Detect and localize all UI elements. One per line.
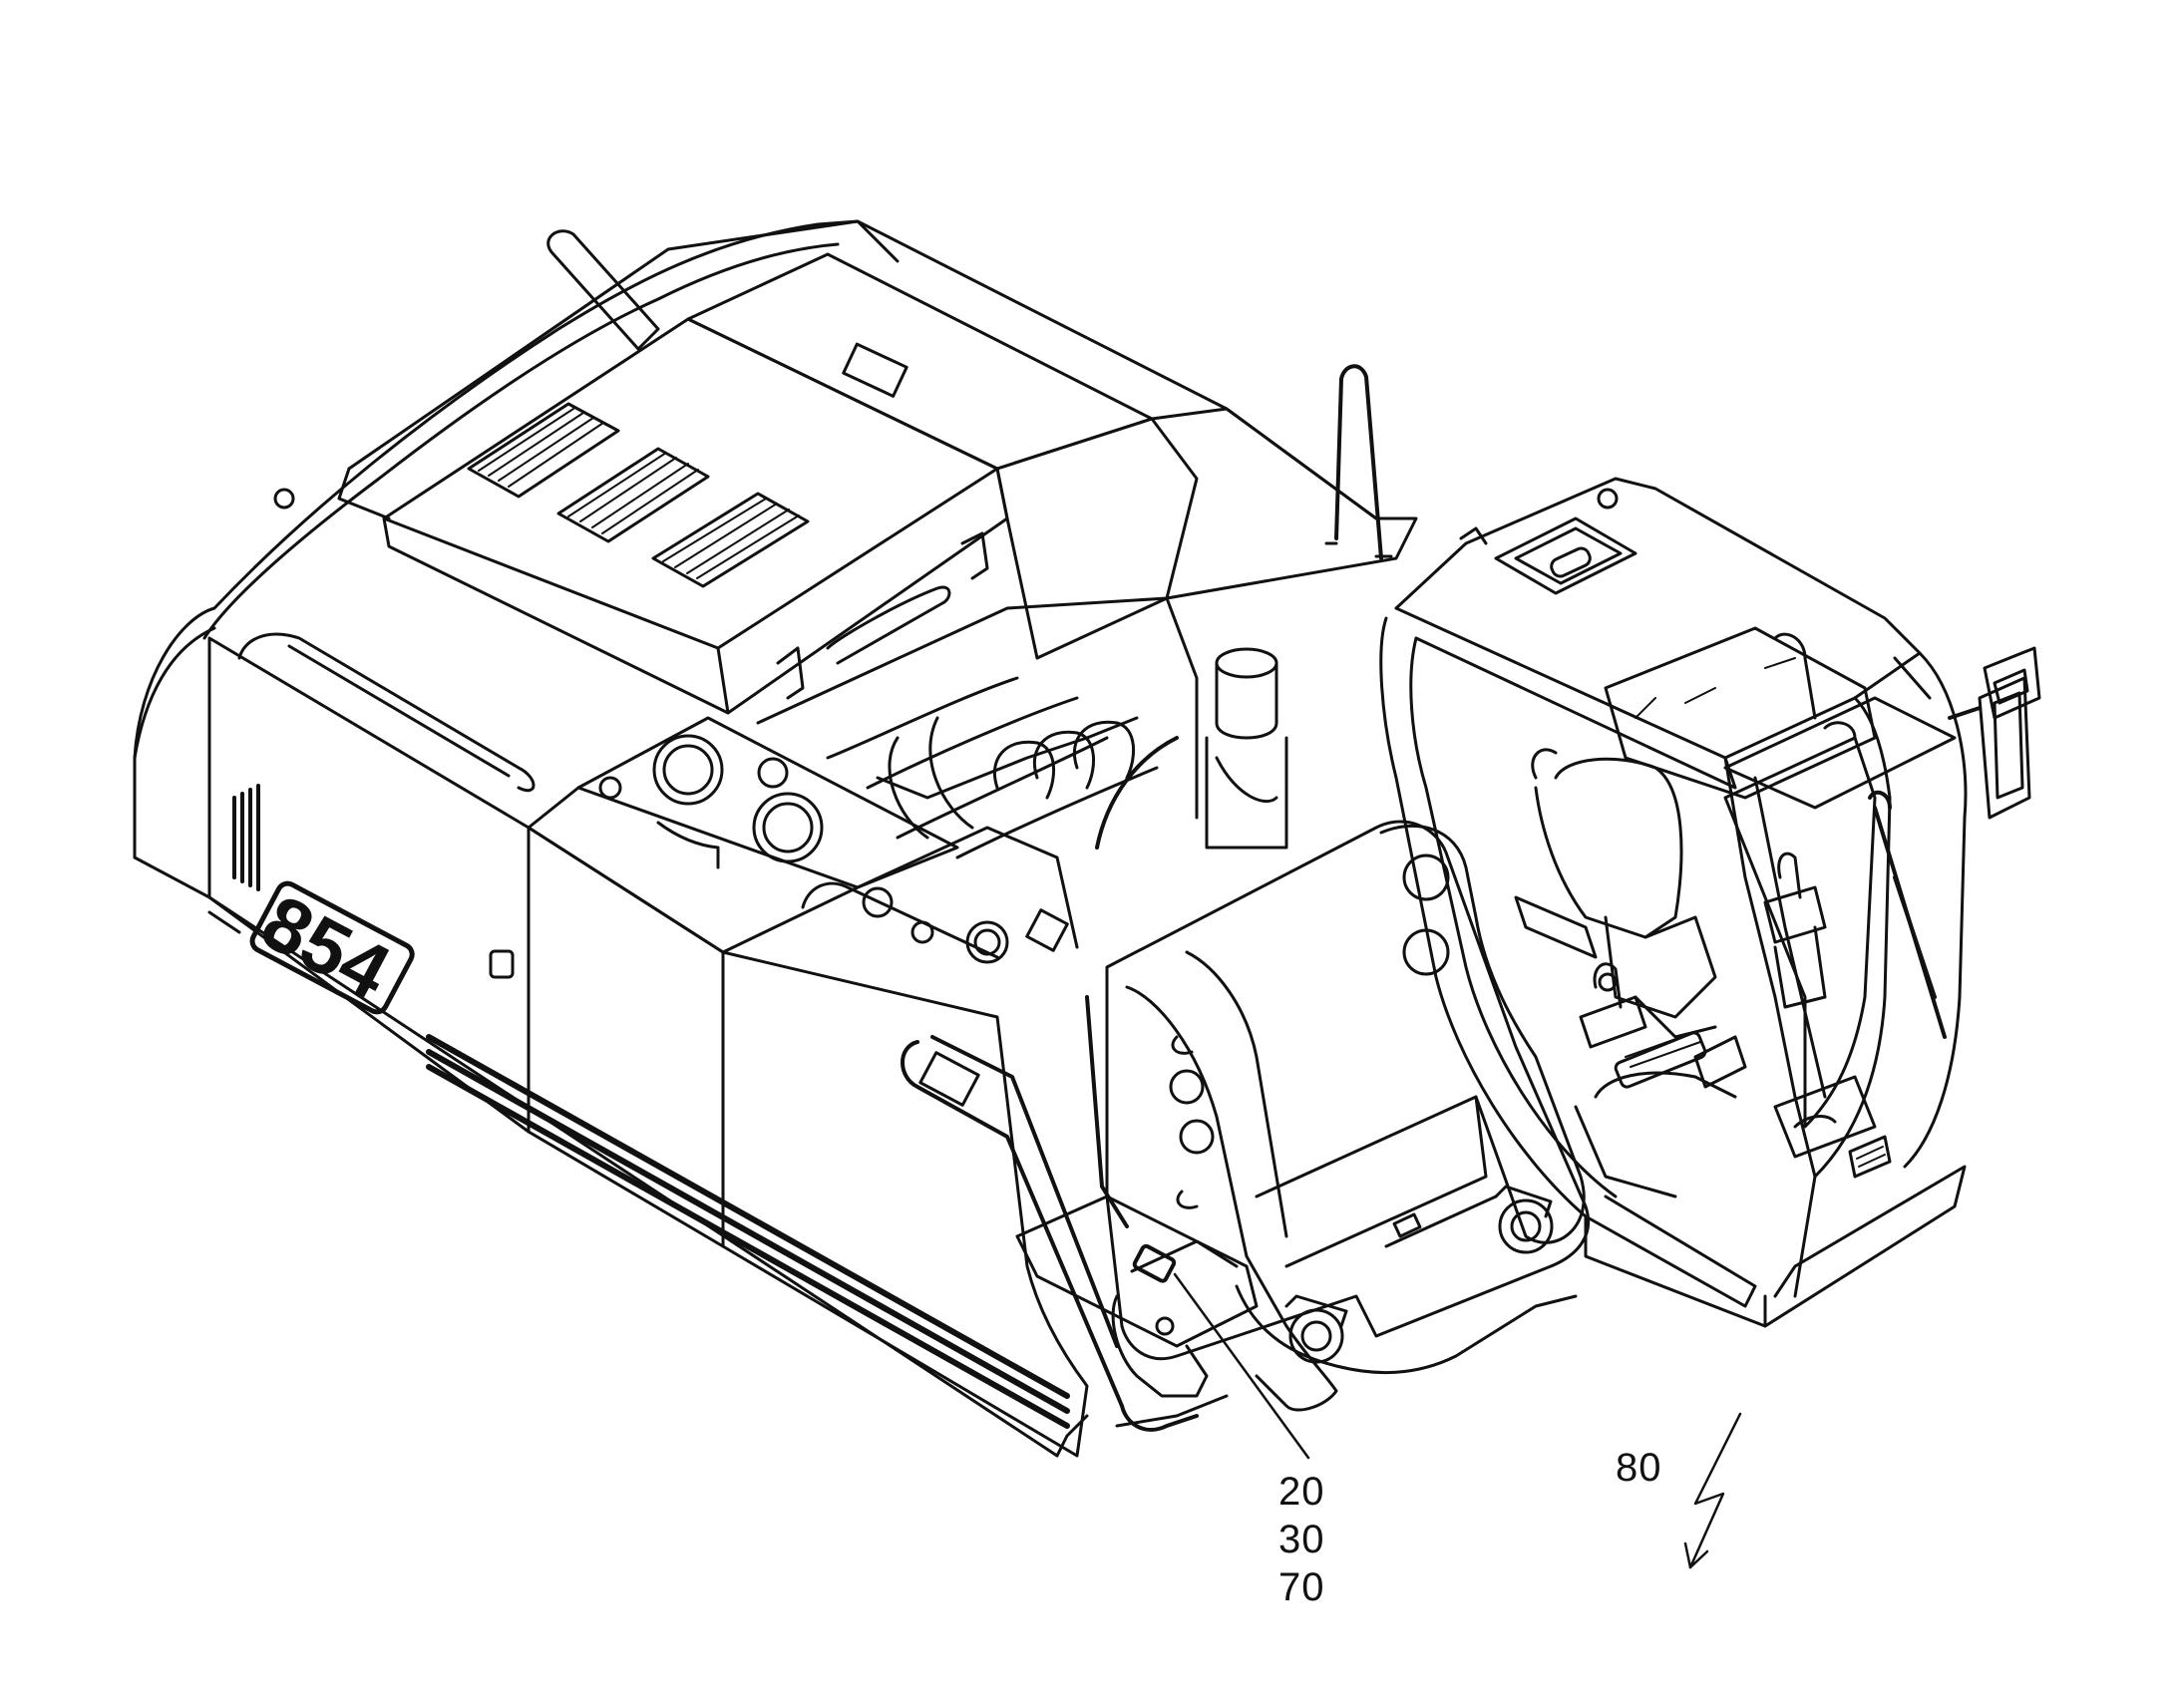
battery-box bbox=[1015, 1195, 1259, 1398]
lifting-eye bbox=[273, 488, 295, 510]
sun-visor bbox=[1723, 696, 1957, 810]
reference-numeral-30: 30 bbox=[1278, 1518, 1325, 1561]
boom-pin-hole-1 bbox=[1402, 854, 1450, 901]
boom-plate bbox=[1379, 824, 1586, 1244]
arrow-80 bbox=[1683, 1412, 1742, 1569]
front-handrail bbox=[901, 995, 1199, 1432]
boom-mount bbox=[1015, 820, 1591, 1428]
vent-grate-2 bbox=[556, 447, 710, 543]
lower-pin-lugs bbox=[1284, 1185, 1554, 1364]
tank-tops bbox=[527, 716, 1079, 964]
leader-line-20-30-70 bbox=[1173, 1272, 1310, 1460]
reference-numeral-20: 20 bbox=[1278, 1470, 1325, 1514]
vent-grate-3 bbox=[651, 492, 810, 588]
side-mirror bbox=[1948, 646, 2041, 820]
roof-hatch bbox=[1494, 516, 1637, 595]
hydraulic-hose-2 bbox=[928, 716, 974, 830]
cab-step bbox=[1848, 1135, 1892, 1179]
fill-cap-large-2 bbox=[752, 792, 824, 863]
windshield-wiper bbox=[1868, 790, 1947, 1039]
fill-cap-large-1 bbox=[652, 734, 724, 806]
hood-handle bbox=[826, 585, 951, 665]
small-latch bbox=[489, 949, 515, 979]
cab-front-window bbox=[1723, 736, 1877, 1129]
tank-handle bbox=[656, 821, 720, 869]
hood-latch-left bbox=[776, 646, 805, 700]
cab-rear-pillar bbox=[1723, 756, 1817, 1298]
boom-pin-hole-2 bbox=[1402, 928, 1450, 976]
right-engine-cover bbox=[995, 417, 1199, 660]
model-badge bbox=[249, 880, 415, 1015]
hydraulic-hose-1 bbox=[888, 736, 929, 840]
machine-body: 854 bbox=[133, 219, 1089, 1458]
center-engine-cover bbox=[686, 252, 1154, 471]
rear-handrail bbox=[1334, 364, 1383, 560]
operator-cab bbox=[1379, 477, 2041, 1328]
filter-canister bbox=[1205, 647, 1288, 850]
tank-plate bbox=[1025, 908, 1069, 952]
operator-seat bbox=[1514, 748, 1717, 1039]
cab-door-frame bbox=[1813, 696, 1892, 1179]
grab-knob bbox=[598, 776, 622, 800]
engine-compartment bbox=[756, 596, 1288, 859]
joystick-left bbox=[1579, 962, 1647, 1049]
reference-numeral-80: 80 bbox=[1616, 1446, 1662, 1490]
fill-cap-small bbox=[757, 757, 789, 789]
reference-numeral-70: 70 bbox=[1278, 1565, 1325, 1609]
top-deck bbox=[347, 219, 1378, 520]
cab-roof bbox=[1394, 477, 1922, 760]
front-side-panel bbox=[721, 950, 1089, 1458]
access-hatch bbox=[842, 342, 908, 398]
cab-front-pillar bbox=[1379, 616, 1757, 1308]
cab-base bbox=[1584, 1165, 1967, 1328]
cab-rear-window bbox=[1604, 626, 1877, 800]
exhaust-pipe bbox=[546, 229, 660, 351]
vent-grate-1 bbox=[467, 402, 620, 499]
side-stripes bbox=[426, 1034, 1070, 1429]
hood-latch-right bbox=[960, 531, 989, 580]
counterweight-outline bbox=[133, 219, 1089, 1458]
side-grille bbox=[232, 784, 260, 891]
engine-hood bbox=[273, 219, 1418, 715]
tank-cap-3 bbox=[862, 886, 894, 918]
armrest-left bbox=[1514, 895, 1598, 959]
tank-cap-4 bbox=[965, 920, 1009, 964]
pedal-plate bbox=[1614, 1031, 1707, 1089]
